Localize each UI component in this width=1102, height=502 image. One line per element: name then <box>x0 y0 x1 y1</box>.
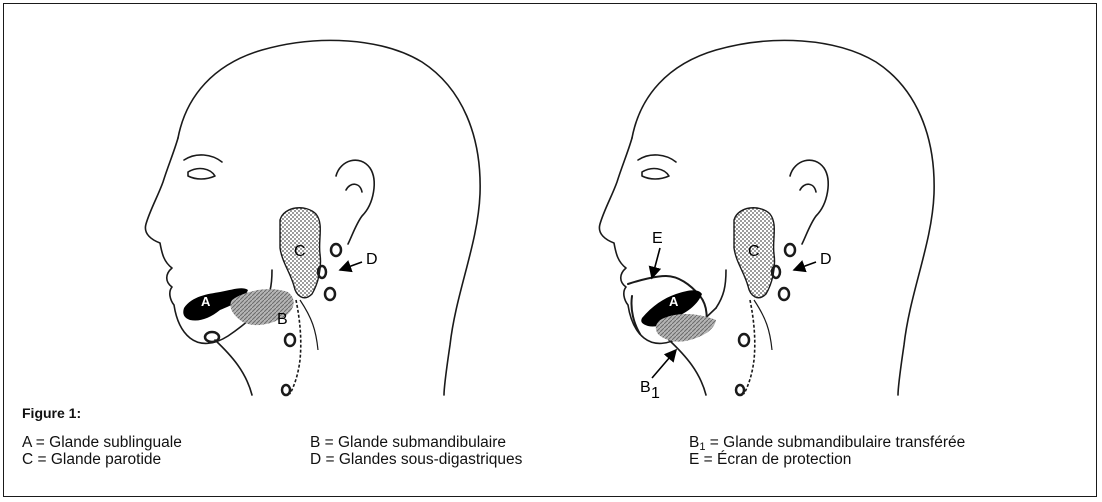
right-head-outline <box>632 40 934 395</box>
label-c-right: C <box>748 243 760 260</box>
label-a-left: A <box>201 294 211 309</box>
figure-title: Figure 1: <box>22 405 81 421</box>
label-b1-right: B <box>640 379 651 396</box>
legend-b1-prefix: B <box>689 434 699 451</box>
legend-c: C = Glande parotide <box>22 451 161 468</box>
legend-b1-text: = Glande submandibulaire transférée <box>705 434 965 451</box>
label-c-left: C <box>294 243 306 260</box>
right-glands <box>641 208 795 395</box>
right-gland-b1 <box>656 314 716 342</box>
left-head-outline <box>178 40 480 395</box>
label-e-right: E <box>652 230 663 247</box>
legend-d: D = Glandes sous-digastriques <box>310 451 522 468</box>
left-ear <box>336 160 374 244</box>
right-ear <box>790 160 828 244</box>
label-d-left: D <box>366 251 378 268</box>
left-node-4 <box>318 266 326 278</box>
legend-e: E = Écran de protection <box>689 451 851 468</box>
legend-b: B = Glande submandibulaire <box>310 434 506 451</box>
left-node-3 <box>331 244 341 256</box>
right-jaw <box>716 270 726 308</box>
label-d-right: D <box>820 251 832 268</box>
left-node-1 <box>205 332 219 342</box>
legend-a: A = Glande sublinguale <box>22 434 182 451</box>
right-neck-front <box>669 340 706 395</box>
label-b1-sub-right: 1 <box>651 385 660 402</box>
left-neck-front <box>215 340 252 395</box>
label-a-right: A <box>669 294 679 309</box>
label-b-left: B <box>277 311 288 328</box>
left-node-2 <box>325 288 335 300</box>
left-eye <box>188 169 215 179</box>
right-eye <box>642 169 669 179</box>
left-node-6 <box>282 385 290 395</box>
left-node-5 <box>285 334 295 346</box>
